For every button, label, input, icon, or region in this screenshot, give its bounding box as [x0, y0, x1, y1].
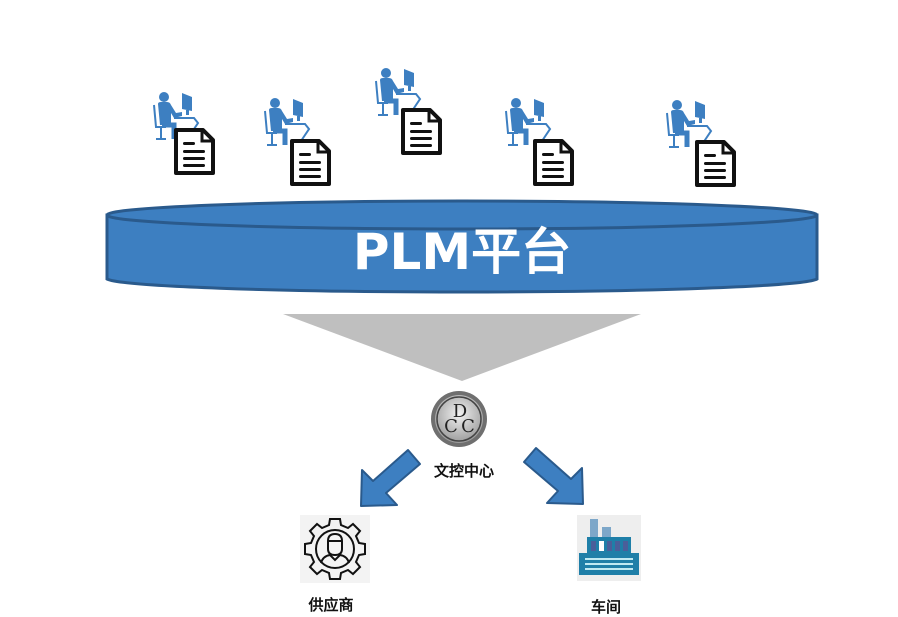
document-control-center-label: 文控中心 — [433, 462, 494, 480]
svg-text:D: D — [453, 401, 467, 422]
cylinder-body — [105, 213, 819, 294]
supplier-gear-icon — [300, 515, 370, 583]
svg-text:C: C — [461, 416, 475, 437]
supplier-label: 供应商 — [308, 596, 354, 614]
svg-text:C: C — [444, 416, 458, 437]
arrow-to-supplier — [360, 449, 421, 507]
funnel-triangle — [283, 314, 641, 381]
arrow-to-workshop — [523, 447, 584, 505]
plm-platform-cylinder — [105, 199, 819, 294]
dcc-logo-icon: D C C — [431, 391, 487, 447]
platform-title: PLM平台 — [352, 223, 572, 281]
cylinder-top — [105, 199, 819, 231]
workshop-label: 车间 — [590, 598, 621, 616]
factory-icon — [577, 515, 641, 581]
